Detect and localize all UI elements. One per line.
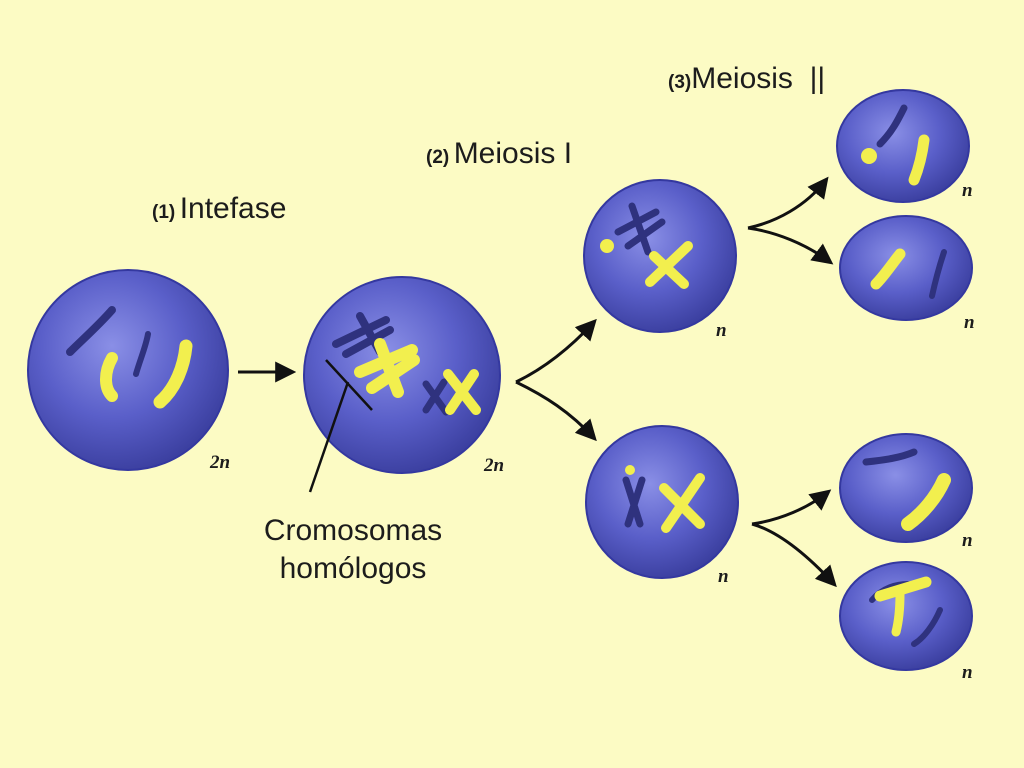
- gamete-cell-1: [836, 89, 970, 203]
- chromosome-dark: [422, 378, 450, 416]
- ploidy-label-meiosis-1-top: n: [716, 320, 727, 341]
- arrow-to-gamete-3: [751, 489, 832, 526]
- chromosome-light: [908, 134, 930, 186]
- chromosome-dark: [614, 202, 666, 256]
- arrow-to-gamete-2: [747, 226, 834, 265]
- interphase-label: (1) Intefase: [152, 192, 286, 226]
- chromosome-light: [891, 589, 905, 637]
- chromosome-dark: [929, 249, 947, 299]
- arrow-to-bottom-daughter: [515, 380, 597, 442]
- homolog-pointer-line: [308, 381, 350, 493]
- gamete-cell-3: [839, 433, 973, 543]
- meiosis-1-number: (2): [426, 147, 450, 168]
- prophase-cell: [303, 276, 501, 474]
- chromosome-dark: [622, 476, 646, 528]
- interphase-number: (1): [152, 202, 176, 223]
- homolog-label: Cromosomas homólogos: [238, 512, 468, 588]
- chromosome-light: [100, 352, 118, 402]
- chromosome-light: [153, 339, 193, 409]
- homolog-bracket: [325, 359, 373, 411]
- arrow-to-top-daughter: [515, 318, 597, 384]
- chromosome-light: [354, 338, 420, 398]
- chromosome-dark: [876, 104, 908, 148]
- chromosome-dark: [862, 448, 918, 466]
- chromosome-light: [659, 473, 705, 533]
- interphase-name: Intefase: [179, 192, 287, 225]
- chromosome-light: [901, 473, 951, 531]
- chromosome-dark: [133, 331, 151, 377]
- ploidy-label-gamete-1: n: [962, 180, 973, 201]
- meiosis-1-bottom-cell: [585, 425, 739, 579]
- interphase-cell: [27, 269, 229, 471]
- chromosome-light: [443, 369, 481, 415]
- gamete-cell-2: [839, 215, 973, 321]
- homolog-label-line1: Cromosomas: [263, 514, 443, 547]
- chromosome-dark: [66, 306, 116, 356]
- ploidy-label-meiosis-1-bottom: n: [718, 566, 729, 587]
- chromosome-dark: [911, 607, 943, 647]
- chromosome-light: [874, 576, 932, 602]
- meiosis-2-name: Meiosis ||: [691, 62, 826, 95]
- meiosis-1-label: (2) Meiosis I: [426, 137, 572, 171]
- ploidy-label-gamete-4: n: [962, 662, 973, 683]
- chromosome-light: [870, 248, 906, 290]
- gamete-cell-4: [839, 561, 973, 671]
- meiosis-2-number: (3): [668, 72, 692, 93]
- chromosome-light: [645, 241, 693, 289]
- ploidy-label-gamete-2: n: [964, 312, 975, 333]
- meiosis-1-name: Meiosis I: [453, 137, 573, 170]
- homolog-label-line2: homólogos: [279, 552, 427, 585]
- ploidy-label-prophase: 2n: [484, 455, 505, 476]
- meiosis-2-label: (3)Meiosis ||: [668, 62, 825, 96]
- ploidy-label-interphase: 2n: [210, 452, 231, 473]
- arrow-to-gamete-4: [751, 522, 837, 588]
- arrow-to-gamete-1: [747, 176, 829, 230]
- ploidy-label-gamete-3: n: [962, 530, 973, 551]
- meiosis-1-top-cell: [583, 179, 737, 333]
